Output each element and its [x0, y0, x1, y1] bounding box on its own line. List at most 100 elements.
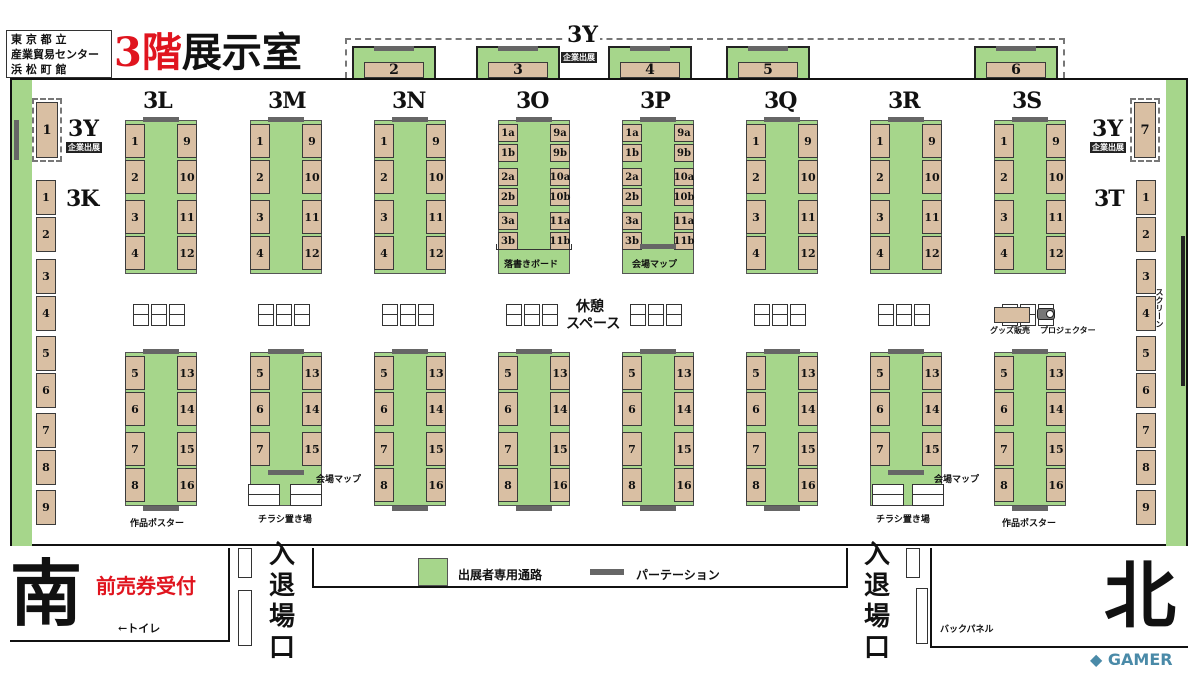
booth-left[interactable]: 1: [994, 124, 1014, 158]
booth-left[interactable]: 2a: [498, 168, 518, 186]
booth-left[interactable]: 3: [994, 200, 1014, 234]
booth-right[interactable]: 14: [302, 392, 322, 426]
booth-left[interactable]: 5: [498, 356, 518, 390]
entrance-left[interactable]: 入退場口: [268, 540, 295, 663]
corp-booth[interactable]: 6: [986, 62, 1046, 78]
t-booth[interactable]: 4: [1136, 296, 1156, 331]
entrance-right[interactable]: 入退場口: [863, 540, 890, 663]
corp-booth[interactable]: 2: [364, 62, 424, 78]
booth-right[interactable]: 16: [426, 468, 446, 502]
booth-left[interactable]: 3: [250, 200, 270, 234]
booth-left[interactable]: 7: [870, 432, 890, 466]
booth-right[interactable]: 15: [426, 432, 446, 466]
t-booth[interactable]: 2: [1136, 217, 1156, 252]
booth-left[interactable]: 4: [374, 236, 394, 270]
booth-left[interactable]: 2: [250, 160, 270, 194]
booth-right[interactable]: 10: [798, 160, 818, 194]
booth-right[interactable]: 11: [798, 200, 818, 234]
booth-right[interactable]: 10: [177, 160, 197, 194]
booth-left[interactable]: 5: [746, 356, 766, 390]
booth-right[interactable]: 9: [302, 124, 322, 158]
booth-right[interactable]: 15: [177, 432, 197, 466]
booth-right[interactable]: 10: [922, 160, 942, 194]
t-booth[interactable]: 3: [1136, 259, 1156, 294]
booth-right[interactable]: 13: [302, 356, 322, 390]
k-booth[interactable]: 1: [36, 180, 56, 215]
booth-right[interactable]: 10: [1046, 160, 1066, 194]
booth-right[interactable]: 12: [1046, 236, 1066, 270]
corp-booth[interactable]: 3: [488, 62, 548, 78]
k-booth[interactable]: 4: [36, 296, 56, 331]
booth-right[interactable]: 14: [922, 392, 942, 426]
booth-left[interactable]: 5: [125, 356, 145, 390]
booth-left[interactable]: 3b: [622, 232, 642, 250]
booth-right[interactable]: 10b: [550, 188, 570, 206]
booth-right[interactable]: 9: [426, 124, 446, 158]
booth-right[interactable]: 16: [550, 468, 570, 502]
booth-left[interactable]: 7: [125, 432, 145, 466]
k-booth[interactable]: 8: [36, 450, 56, 485]
booth-left[interactable]: 3: [374, 200, 394, 234]
booth-left[interactable]: 8: [994, 468, 1014, 502]
booth-left[interactable]: 6: [870, 392, 890, 426]
booth-right[interactable]: 11: [177, 200, 197, 234]
booth-right[interactable]: 16: [177, 468, 197, 502]
booth-right[interactable]: 11b: [674, 232, 694, 250]
booth-left[interactable]: 3a: [622, 212, 642, 230]
booth-right[interactable]: 10: [426, 160, 446, 194]
booth-left[interactable]: 3: [125, 200, 145, 234]
booth-left[interactable]: 1: [746, 124, 766, 158]
booth-left[interactable]: 6: [374, 392, 394, 426]
t-booth[interactable]: 5: [1136, 336, 1156, 371]
booth-left[interactable]: 1: [870, 124, 890, 158]
booth-left[interactable]: 2: [994, 160, 1014, 194]
booth-right[interactable]: 12: [302, 236, 322, 270]
booth-right[interactable]: 11a: [550, 212, 570, 230]
booth-right[interactable]: 15: [674, 432, 694, 466]
booth-left[interactable]: 7: [374, 432, 394, 466]
booth-left[interactable]: 4: [870, 236, 890, 270]
booth-right[interactable]: 15: [922, 432, 942, 466]
corp-booth[interactable]: 5: [738, 62, 798, 78]
booth-right[interactable]: 12: [426, 236, 446, 270]
booth-left[interactable]: 8: [374, 468, 394, 502]
booth-right[interactable]: 10b: [674, 188, 694, 206]
booth-left[interactable]: 6: [125, 392, 145, 426]
booth-left[interactable]: 2b: [498, 188, 518, 206]
t-booth[interactable]: 7: [1136, 413, 1156, 448]
booth-right[interactable]: 14: [798, 392, 818, 426]
booth-right[interactable]: 12: [177, 236, 197, 270]
booth-right[interactable]: 9: [1046, 124, 1066, 158]
booth-left[interactable]: 6: [994, 392, 1014, 426]
booth-left[interactable]: 7: [622, 432, 642, 466]
booth-right[interactable]: 13: [426, 356, 446, 390]
booth-left[interactable]: 2b: [622, 188, 642, 206]
k-booth[interactable]: 5: [36, 336, 56, 371]
booth-left[interactable]: 4: [125, 236, 145, 270]
booth-left[interactable]: 4: [746, 236, 766, 270]
booth-left[interactable]: 5: [250, 356, 270, 390]
booth-left[interactable]: 6: [622, 392, 642, 426]
booth-right[interactable]: 9a: [674, 124, 694, 142]
booth-left[interactable]: 1a: [622, 124, 642, 142]
t-booth[interactable]: 6: [1136, 373, 1156, 408]
booth-right[interactable]: 16: [1046, 468, 1066, 502]
booth-right[interactable]: 9b: [550, 144, 570, 162]
booth-right[interactable]: 14: [1046, 392, 1066, 426]
booth-right[interactable]: 13: [550, 356, 570, 390]
booth-left[interactable]: 5: [870, 356, 890, 390]
booth-right[interactable]: 12: [922, 236, 942, 270]
booth-left[interactable]: 4: [994, 236, 1014, 270]
booth-right[interactable]: 13: [674, 356, 694, 390]
booth-right[interactable]: 10: [302, 160, 322, 194]
booth-right[interactable]: 13: [922, 356, 942, 390]
k-booth[interactable]: 9: [36, 490, 56, 525]
booth-left[interactable]: 2: [746, 160, 766, 194]
booth-right[interactable]: 14: [426, 392, 446, 426]
booth-right[interactable]: 9b: [674, 144, 694, 162]
corp-booth-left[interactable]: 1: [36, 102, 58, 158]
booth-right[interactable]: 9: [177, 124, 197, 158]
booth-left[interactable]: 1b: [498, 144, 518, 162]
booth-right[interactable]: 14: [177, 392, 197, 426]
booth-left[interactable]: 1: [374, 124, 394, 158]
